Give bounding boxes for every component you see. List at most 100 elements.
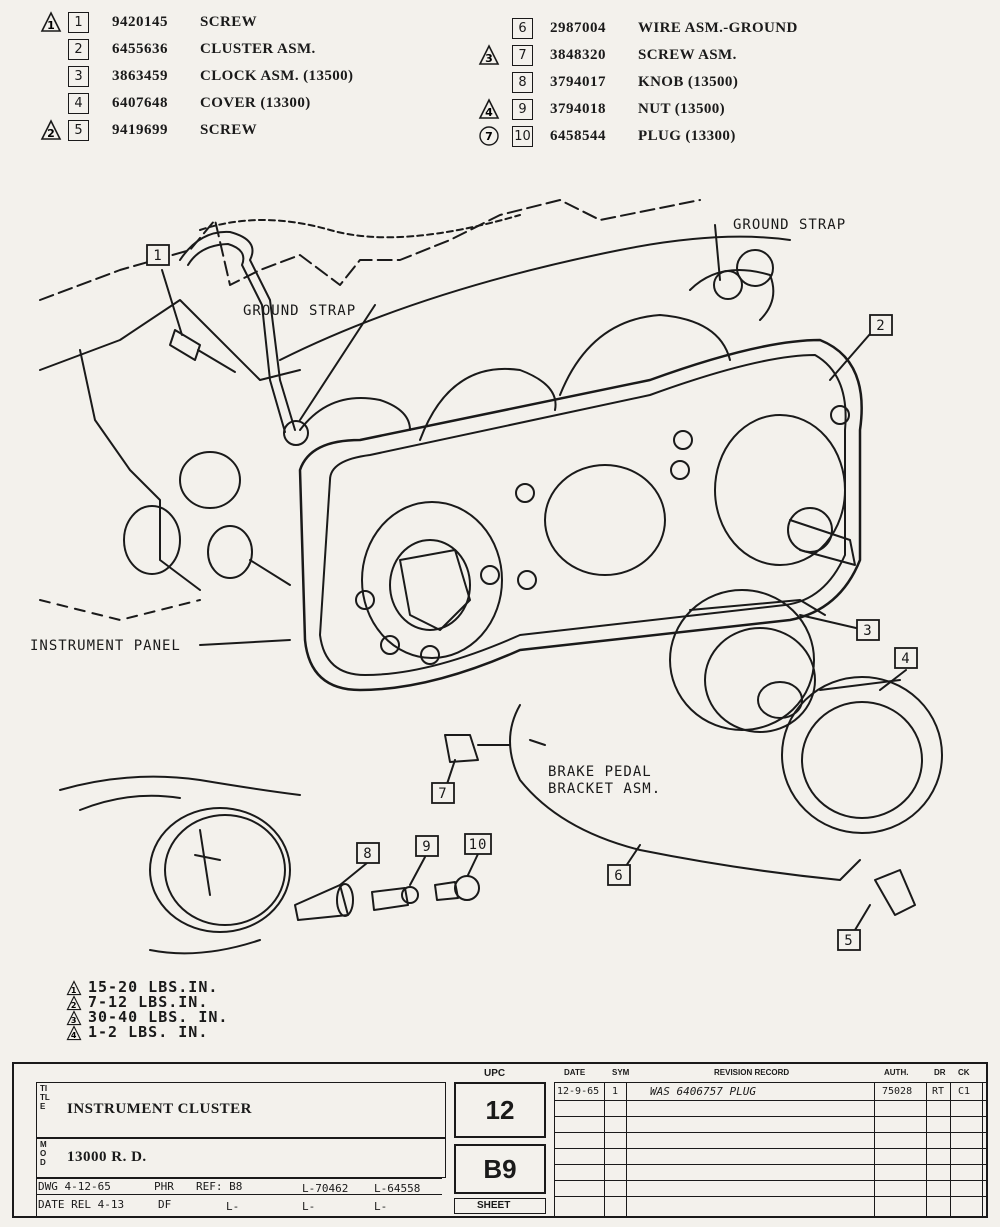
parts-row: 6 2987004 WIRE ASM.-GROUND	[478, 16, 938, 43]
parts-row: 3 7 3848320 SCREW ASM.	[478, 43, 938, 70]
part-number: 6455636	[112, 41, 168, 57]
callout-4: 4	[901, 651, 910, 667]
rev-date-header: DATE	[564, 1068, 586, 1077]
bracket-asm-label: BRACKET ASM.	[548, 781, 661, 797]
ref-l2: L-64558	[374, 1182, 421, 1195]
parts-row: 7 10 6458544 PLUG (13300)	[478, 124, 938, 151]
rev-auth: 75028	[882, 1086, 913, 1097]
svg-text:1: 1	[47, 19, 55, 32]
rev-sym-header: SYM	[612, 1068, 630, 1077]
callout-10: 10	[469, 837, 488, 853]
part-number: 6458544	[550, 128, 606, 144]
part-description: PLUG (13300)	[638, 128, 736, 144]
part-number: 9420145	[112, 14, 168, 30]
parts-list-right: 6 2987004 WIRE ASM.-GROUND 3 7 3848320 SCREW A…	[478, 16, 938, 151]
sheet-label: SHEET	[477, 1200, 511, 1211]
rev-ck-header: CK	[958, 1068, 970, 1077]
group-number: B9	[483, 1154, 517, 1184]
svg-text:3: 3	[71, 1016, 77, 1025]
callout-1: 1	[153, 248, 162, 264]
rev-date: 12-9-65	[557, 1086, 600, 1097]
part-callout-number: 7	[512, 45, 533, 66]
svg-text:4: 4	[485, 106, 493, 119]
torque-marker-icon: 4	[478, 98, 500, 120]
parts-row: 4 9 3794018 NUT (13500)	[478, 97, 938, 124]
part-callout-number: 6	[512, 18, 533, 39]
svg-text:3: 3	[485, 52, 493, 65]
part-description: KNOB (13500)	[638, 74, 739, 90]
part-description: CLOCK ASM. (13500)	[200, 68, 354, 84]
torque-marker-icon: 3	[66, 1010, 82, 1026]
callout-9: 9	[422, 839, 431, 855]
svg-text:2: 2	[47, 127, 55, 140]
mod-cell: 13000 R. D.	[36, 1138, 446, 1178]
rev-record-header: REVISION RECORD	[714, 1068, 790, 1077]
ref-value: REF: B8	[196, 1180, 243, 1193]
parts-row: 2 6455636 CLUSTER ASM.	[40, 37, 460, 64]
callout-5: 5	[844, 933, 853, 949]
part-callout-number: 2	[68, 39, 89, 60]
part-description: SCREW	[200, 14, 258, 30]
rev-record: WAS 6406757 PLUG	[650, 1085, 756, 1098]
mod-label: MOD	[40, 1140, 47, 1167]
part-description: COVER (13300)	[200, 95, 311, 111]
l-b: L-	[302, 1200, 316, 1213]
title-block: INSTRUMENT CLUSTER TITLE 13000 R. D. MOD…	[12, 1062, 988, 1218]
part-description: CLUSTER ASM.	[200, 41, 316, 57]
part-callout-number: 8	[512, 72, 533, 93]
part-number: 3848320	[550, 47, 606, 63]
ref-l1: L-70462	[302, 1182, 349, 1195]
callout-3: 3	[863, 623, 872, 639]
group-box: B9	[454, 1144, 546, 1194]
rev-sym: 1	[612, 1086, 619, 1097]
torque-marker-icon: 1	[66, 980, 82, 996]
ground-strap-left-label: GROUND STRAP	[243, 303, 356, 319]
revision-record: DATE SYM REVISION RECORD AUTH. DR CK 12-…	[554, 1064, 986, 1216]
svg-text:1: 1	[71, 986, 77, 995]
callout-7: 7	[438, 786, 447, 802]
part-number: 3794018	[550, 101, 606, 117]
torque-marker-icon: 2	[66, 995, 82, 1011]
parts-row: 8 3794017 KNOB (13500)	[478, 70, 938, 97]
title-cell: INSTRUMENT CLUSTER	[36, 1082, 446, 1138]
part-number: 9419699	[112, 122, 168, 138]
part-number: 2987004	[550, 20, 606, 36]
torque-note: 1 15-20 LBS.IN.	[66, 978, 228, 996]
svg-text:2: 2	[71, 1001, 77, 1010]
release-date: DATE REL 4-13	[38, 1198, 125, 1211]
part-description: NUT (13500)	[638, 101, 726, 117]
sheet-box: SHEET	[454, 1198, 546, 1214]
part-callout-number: 4	[68, 93, 89, 114]
brake-pedal-label: BRAKE PEDAL	[548, 764, 652, 780]
part-number: 6407648	[112, 95, 168, 111]
torque-marker-icon: 7	[478, 125, 500, 147]
instrument-panel-label: INSTRUMENT PANEL	[30, 638, 181, 654]
torque-marker-icon: 2	[40, 119, 62, 141]
part-callout-number: 9	[512, 99, 533, 120]
title-label: TITLE	[40, 1084, 50, 1111]
rev-dr: RT	[932, 1086, 945, 1097]
part-callout-number: 10	[512, 126, 533, 147]
part-description: WIRE ASM.-GROUND	[638, 20, 798, 36]
exploded-diagram: 1 2 3 4 5 6 7 8 9 10 GROUND STRAP GROUND…	[30, 199, 943, 955]
part-callout-number: 5	[68, 120, 89, 141]
rev-auth-header: AUTH.	[884, 1068, 909, 1077]
part-number: 3794017	[550, 74, 606, 90]
part-callout-number: 1	[68, 12, 89, 33]
part-callout-number: 3	[68, 66, 89, 87]
part-description: SCREW ASM.	[638, 47, 737, 63]
torque-marker-icon: 4	[66, 1025, 82, 1041]
torque-value: 15-20 LBS.IN.	[88, 978, 219, 996]
torque-marker-icon: 1	[40, 11, 62, 33]
svg-text:4: 4	[71, 1031, 77, 1040]
upc-number: 12	[485, 1095, 515, 1125]
callout-2: 2	[876, 318, 885, 334]
